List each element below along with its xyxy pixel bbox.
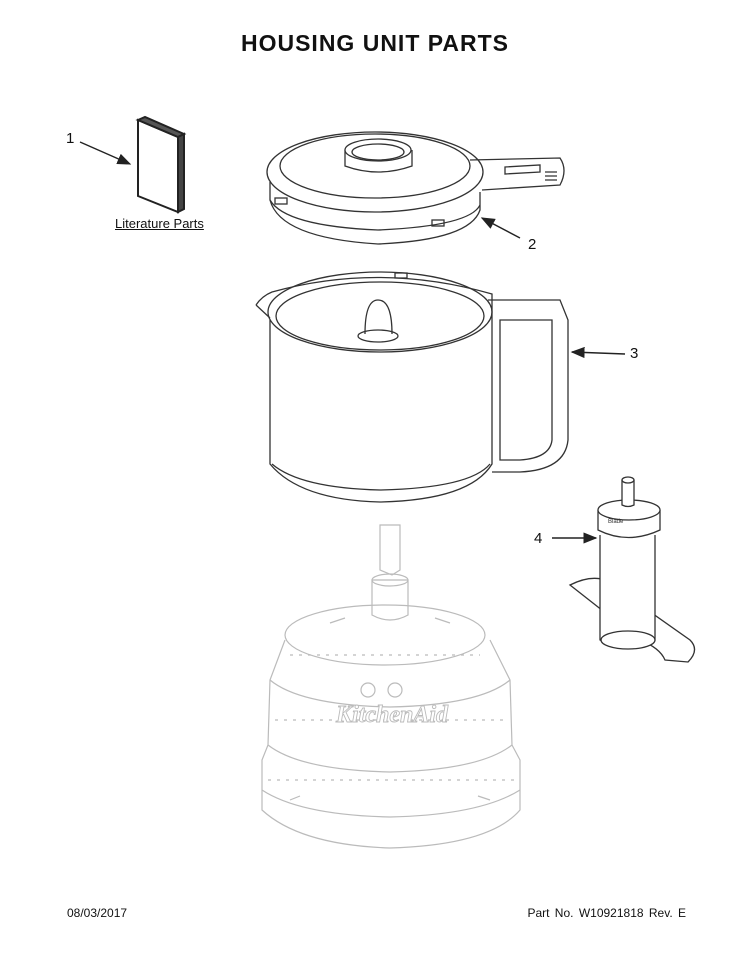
motor-base-illustration (261, 524, 521, 849)
footer-date: 08/03/2017 (67, 906, 128, 920)
literature-parts-label: Literature Parts (115, 216, 204, 231)
lid-illustration (266, 131, 565, 245)
footer-part-number: Part No. W10921818 Rev. E (527, 906, 686, 920)
bowl-illustration (255, 271, 569, 503)
callout-4: 4 (534, 530, 543, 547)
page-title: HOUSING UNIT PARTS (240, 30, 510, 56)
literature-callout-arrow (79, 141, 132, 165)
lid-callout-arrow (480, 217, 521, 239)
kitchenaid-logo: KitchenAid (335, 702, 449, 728)
callout-1: 1 (66, 130, 75, 147)
callout-3: 3 (630, 345, 639, 362)
bowl-callout-arrow (570, 346, 626, 359)
callout-2: 2 (528, 236, 537, 253)
literature-booklet-illustration (135, 115, 187, 214)
blade-hub-text: Blade (608, 519, 624, 525)
blade-assembly-illustration (568, 476, 696, 663)
